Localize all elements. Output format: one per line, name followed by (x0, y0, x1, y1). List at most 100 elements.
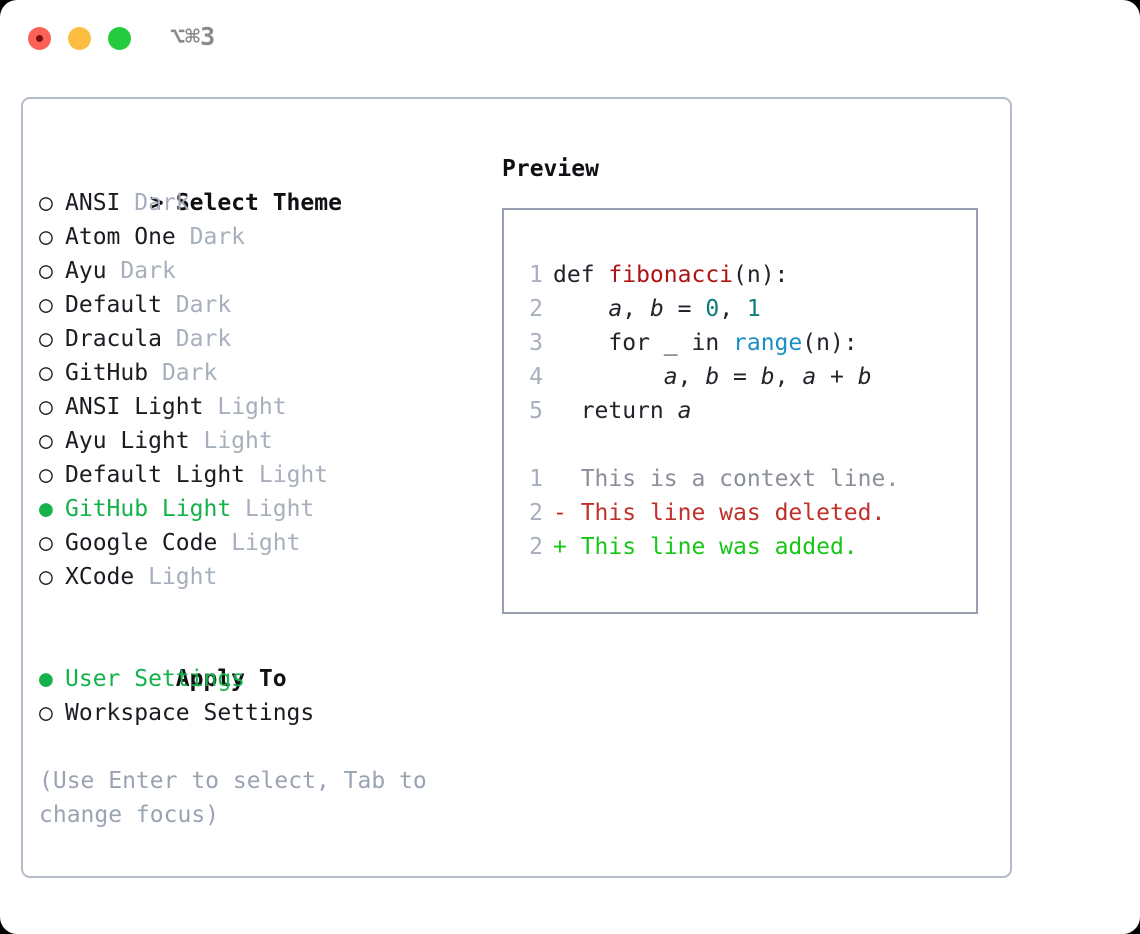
radio-selected-icon: ● (39, 496, 53, 522)
code-token-punc: = (719, 364, 761, 390)
apply-to-option[interactable]: ● User Settings (39, 662, 489, 696)
theme-name: ANSI Light (65, 394, 204, 420)
theme-name: Ayu (65, 258, 107, 284)
theme-name: ANSI (65, 190, 121, 216)
code-line-content: a, b = 0, 1 (553, 296, 761, 322)
theme-list-item[interactable]: ○ Ayu Light Light (39, 424, 489, 458)
theme-list-item[interactable]: ○Google Code Light (39, 526, 489, 560)
code-token-builtin: range (733, 330, 803, 356)
code-line: 2 a, b = 0, 1 (517, 292, 967, 326)
apply-to-option[interactable]: ○ Workspace Settings (39, 696, 489, 730)
close-icon (36, 35, 43, 42)
line-number: 5 (529, 398, 543, 424)
apply-to-header-label: Apply To (175, 666, 287, 692)
line-number: 2 (529, 296, 543, 322)
code-token-punc: , (719, 296, 747, 322)
radio-unselected-icon: ○ (39, 326, 53, 352)
diff-sign: + (553, 534, 567, 560)
theme-list-item[interactable]: ○Default Dark (39, 288, 489, 322)
theme-name: XCode (65, 564, 135, 590)
radio-unselected-icon: ○ (39, 190, 53, 216)
theme-list-item[interactable]: ○Ayu Dark (39, 254, 489, 288)
theme-list-item[interactable]: ○GitHub Dark (39, 356, 489, 390)
theme-variant-badge: Light (148, 564, 218, 590)
code-line-content: for _ in range(n): (553, 330, 858, 356)
theme-variant-badge: Dark (134, 190, 190, 216)
list-spacer (39, 594, 489, 628)
theme-list-item[interactable]: ●GitHub Light Light (39, 492, 489, 526)
code-token-num: 0 (705, 296, 720, 322)
code-token-num: 1 (746, 296, 761, 322)
content-panel: >Select Theme ○ANSI Dark○Atom One Dark○A… (21, 97, 1012, 878)
code-token-punc: , (774, 364, 803, 390)
line-number: 2 (529, 534, 543, 560)
theme-variant-badge: Light (203, 428, 273, 454)
preview-title: Preview (502, 156, 599, 182)
theme-variant-badge: Dark (161, 360, 218, 386)
code-token-kw: return (553, 398, 678, 424)
apply-to-header: Apply To (39, 628, 489, 692)
theme-list[interactable]: ○ANSI Dark○Atom One Dark○Ayu Dark○Defaul… (39, 186, 489, 594)
theme-list-item[interactable]: ○ ANSI Dark (39, 186, 489, 220)
apply-to-label: User Settings (65, 666, 246, 692)
code-token-var: b (857, 364, 872, 390)
code-token-punc: (n): (733, 262, 789, 288)
diff-line: 2+ This line was added. (517, 530, 967, 564)
code-diff-gap (517, 428, 967, 462)
theme-list-item[interactable]: ○Dracula Dark (39, 322, 489, 356)
code-token-punc: , (622, 296, 650, 322)
radio-unselected-icon: ○ (39, 292, 53, 318)
code-token-var: b (760, 364, 775, 390)
radio-unselected-icon: ○ (39, 530, 53, 556)
code-token-punc: + (816, 364, 858, 390)
theme-name: GitHub Light (65, 496, 232, 522)
line-number: 3 (529, 330, 543, 356)
code-token-var: b (649, 296, 664, 322)
apply-to-label: Workspace Settings (65, 700, 315, 726)
title-bar: ⌥⌘3 (0, 0, 1140, 76)
code-token-punc (553, 364, 664, 390)
line-number: 2 (529, 500, 543, 526)
line-number: 1 (529, 466, 543, 492)
theme-list-item[interactable]: ○XCode Light (39, 560, 489, 594)
diff-line: 2 - This line was deleted. (517, 496, 967, 530)
code-token-var: b (705, 364, 720, 390)
maximize-button[interactable] (108, 27, 131, 50)
keyboard-hint: (Use Enter to select, Tab to change focu… (39, 768, 441, 828)
theme-variant-badge: Light (217, 394, 287, 420)
code-token-fn: fibonacci (608, 262, 734, 288)
minimize-button[interactable] (68, 27, 91, 50)
code-token-punc: , (677, 364, 706, 390)
theme-name: Atom One (65, 224, 176, 250)
radio-unselected-icon: ○ (39, 428, 53, 454)
diff-sign (553, 466, 567, 492)
code-token-kw: for _ in (553, 330, 734, 356)
theme-list-item[interactable]: ○ANSI Light Light (39, 390, 489, 424)
code-line-content: def fibonacci(n): (553, 262, 788, 288)
diff-block: 1 This is a context line. 2 - This line wa… (517, 462, 967, 564)
radio-unselected-icon: ○ (39, 700, 53, 726)
theme-name: Ayu Light (65, 428, 190, 454)
code-token-punc: (n): (802, 330, 858, 356)
theme-list-item[interactable]: ○Atom One Dark (39, 220, 489, 254)
theme-list-item[interactable]: ○Default Light Light (39, 458, 489, 492)
diff-line: 1 This is a context line. (517, 462, 967, 496)
radio-selected-icon: ● (39, 666, 53, 692)
code-line: 3 for _ in range(n): (517, 326, 967, 360)
shortcut-label: ⌥⌘3 (170, 22, 216, 51)
radio-unselected-icon: ○ (39, 224, 53, 250)
diff-line-content: - This line was deleted. (553, 500, 885, 526)
apply-to-list[interactable]: ● User Settings ○ Workspace Settings (39, 662, 489, 730)
diff-sign: - (553, 500, 567, 526)
theme-variant-badge: Dark (175, 292, 232, 318)
radio-unselected-icon: ○ (39, 462, 53, 488)
radio-unselected-icon: ○ (39, 258, 53, 284)
theme-name: Google Code (65, 530, 218, 556)
code-token-var: a (677, 398, 692, 424)
code-token-punc (553, 296, 608, 322)
